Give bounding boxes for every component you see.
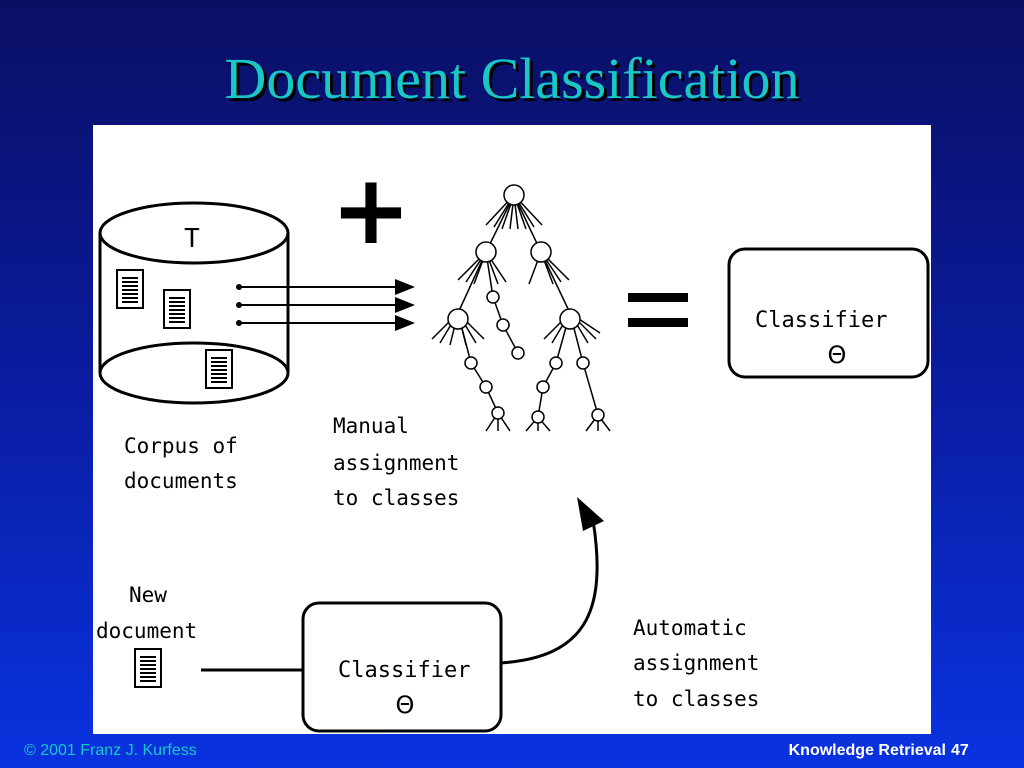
classifier-box-top: Classifier Θ — [727, 247, 930, 379]
corpus-arrows — [236, 279, 415, 331]
classifier-top-label: Classifier — [755, 308, 887, 333]
new-document-icon — [134, 648, 162, 688]
manual-assignment-label: Manual assignment to classes — [333, 414, 472, 510]
classifier-bottom-label: Classifier — [338, 658, 470, 683]
corpus-label: Corpus of documents — [124, 434, 250, 493]
automatic-assignment-label: Automatic assignment to classes — [633, 616, 772, 711]
plus-symbol: + — [331, 154, 411, 266]
document-icon — [163, 289, 191, 329]
page-number: 47 — [951, 742, 969, 759]
feedback-arrow — [500, 497, 604, 665]
document-icon — [116, 269, 144, 309]
corpus-cylinder: T — [98, 201, 290, 405]
classifier-bottom-symbol: Θ — [396, 691, 415, 719]
footer-course-title: Knowledge Retrieval — [788, 742, 946, 759]
class-hierarchy-tree — [431, 184, 611, 432]
document-icon — [205, 349, 233, 389]
classification-diagram: T + — [96, 154, 930, 733]
classifier-box-bottom: Classifier Θ — [301, 601, 503, 733]
equals-symbol — [628, 293, 688, 327]
footer-copyright: © 2001 Franz J. Kurfess — [24, 742, 197, 759]
slide-title: Document Classification — [224, 46, 800, 111]
diagram-panel: T + — [93, 125, 931, 734]
corpus-letter: T — [184, 224, 200, 254]
new-document-label: New document — [96, 583, 197, 643]
classifier-top-symbol: Θ — [828, 341, 847, 369]
